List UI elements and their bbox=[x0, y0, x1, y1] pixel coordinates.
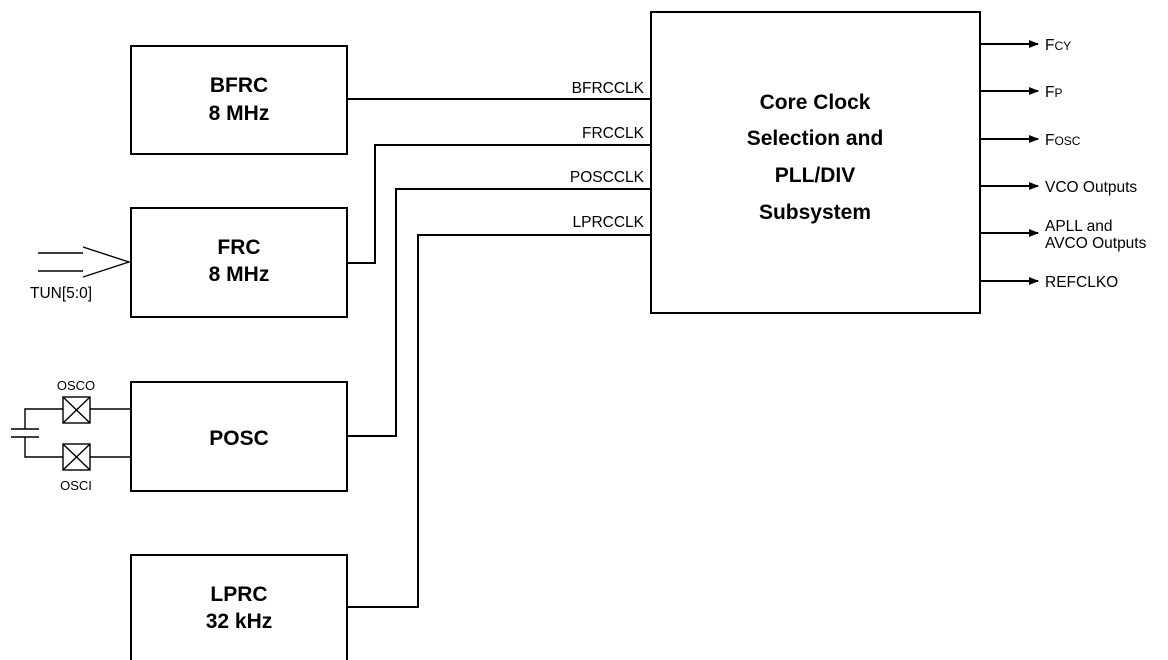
lprc-frequency: 32 kHz bbox=[206, 610, 273, 633]
apll-label-line-1: APLL and bbox=[1045, 218, 1113, 235]
capacitor-icon bbox=[11, 428, 39, 438]
lprc-label: LPRC bbox=[210, 583, 267, 606]
apll-label-line-2: AVCO Outputs bbox=[1045, 235, 1147, 252]
osco-pin-icon bbox=[62, 396, 91, 424]
bfrc-block: BFRC 8 MHz bbox=[130, 45, 348, 155]
posc-block: POSC bbox=[130, 381, 348, 492]
bfrc-label: BFRC bbox=[210, 74, 268, 97]
bfrc-frequency: 8 MHz bbox=[209, 102, 270, 125]
osci-pin-icon bbox=[62, 443, 91, 471]
frc-frequency: 8 MHz bbox=[209, 263, 270, 286]
fosc-label: FOSC bbox=[1045, 132, 1081, 149]
crystal-network: OSCO OSCI bbox=[11, 378, 131, 493]
core-line-4: Subsystem bbox=[759, 201, 871, 224]
frcclk-wire: FRCCLK bbox=[347, 125, 651, 264]
frcclk-label: FRCCLK bbox=[582, 125, 645, 142]
poscclk-wire: POSCCLK bbox=[347, 169, 651, 437]
osci-label: OSCI bbox=[60, 478, 92, 493]
core-line-1: Core Clock bbox=[760, 91, 871, 114]
lprcclk-wire: LPRCCLK bbox=[347, 214, 651, 608]
output-apll: APLL and AVCO Outputs bbox=[980, 218, 1147, 252]
tun-input-arrow: TUN[5:0] bbox=[30, 246, 132, 302]
output-vco: VCO Outputs bbox=[980, 179, 1137, 196]
lprcclk-label: LPRCCLK bbox=[573, 214, 645, 231]
frc-block: FRC 8 MHz bbox=[130, 207, 348, 318]
core-line-2: Selection and bbox=[747, 127, 884, 150]
output-refclko: REFCLKO bbox=[980, 274, 1118, 291]
output-fcy: FCY bbox=[980, 37, 1071, 54]
fcy-label: FCY bbox=[1045, 37, 1071, 54]
refclko-label: REFCLKO bbox=[1045, 274, 1118, 291]
bfrcclk-wire: BFRCCLK bbox=[347, 80, 651, 100]
fp-label: FP bbox=[1045, 84, 1062, 101]
osco-label: OSCO bbox=[57, 378, 95, 393]
lprc-block: LPRC 32 kHz bbox=[130, 554, 348, 660]
core-clock-block: Core Clock Selection and PLL/DIV Subsyst… bbox=[650, 11, 981, 314]
poscclk-label: POSCCLK bbox=[570, 169, 645, 186]
output-fosc: FOSC bbox=[980, 132, 1081, 149]
vco-label: VCO Outputs bbox=[1045, 179, 1137, 196]
bfrcclk-label: BFRCCLK bbox=[572, 80, 645, 97]
frc-label: FRC bbox=[217, 236, 260, 259]
posc-label: POSC bbox=[209, 427, 269, 450]
output-fp: FP bbox=[980, 84, 1062, 101]
tun-label: TUN[5:0] bbox=[30, 285, 92, 302]
core-line-3: PLL/DIV bbox=[775, 164, 856, 187]
